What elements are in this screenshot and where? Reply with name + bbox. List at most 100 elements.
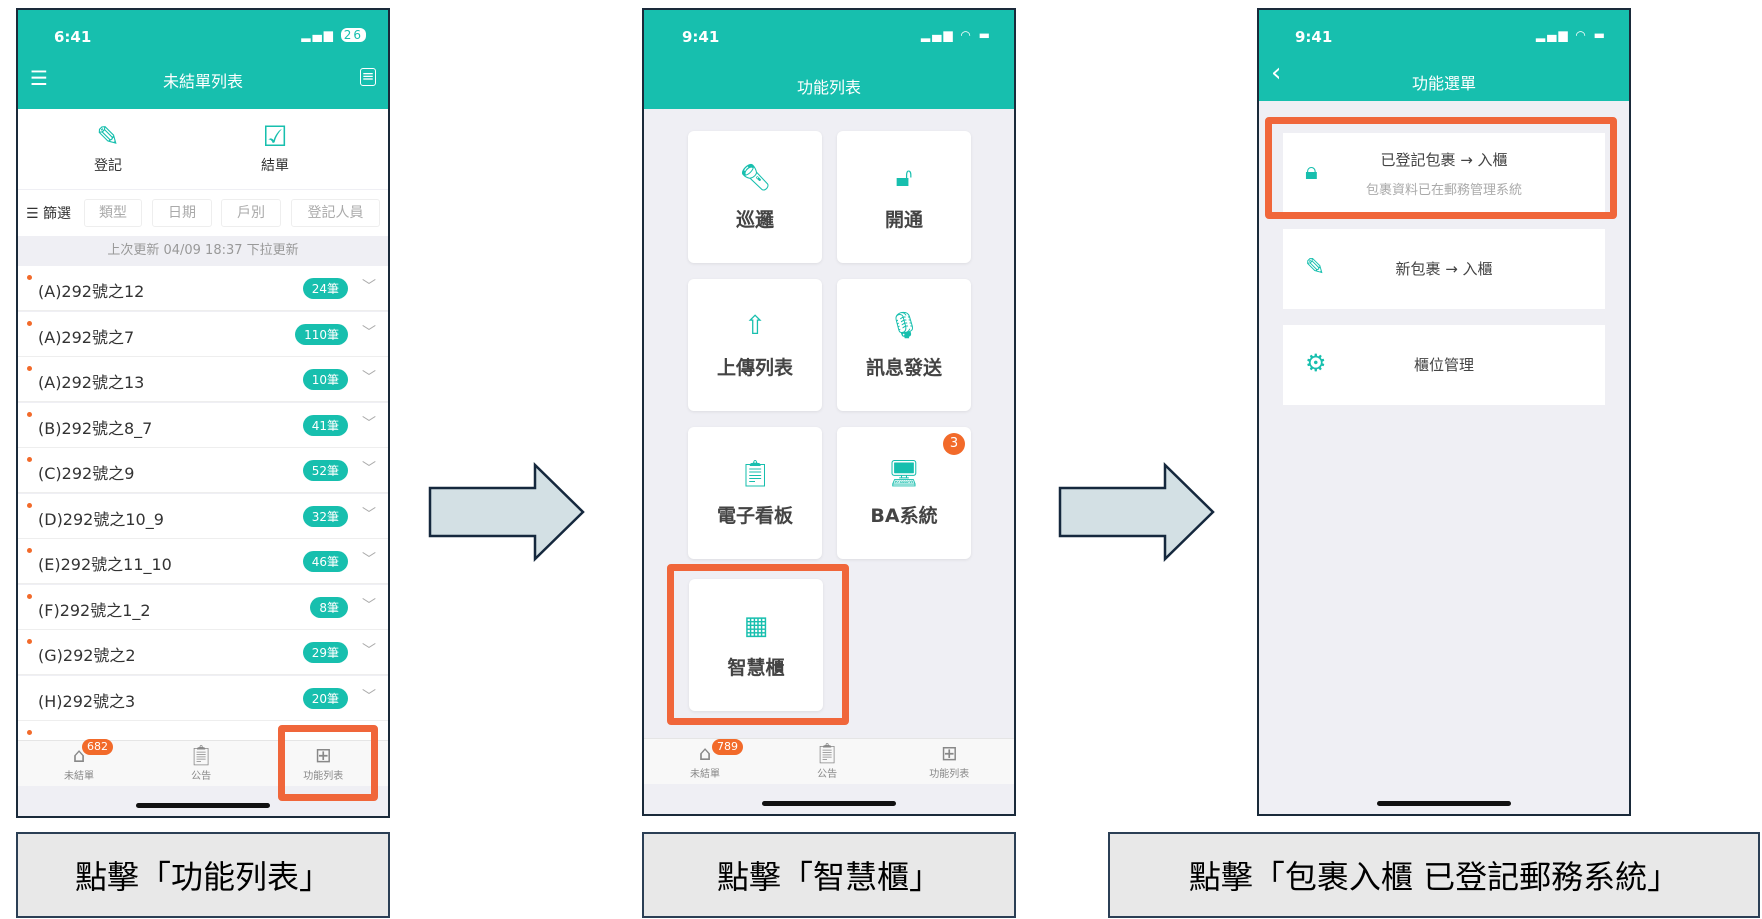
chevron-down-icon[interactable]: ﹀ (362, 324, 376, 341)
filter-household[interactable]: 戶別 (221, 199, 281, 227)
step3-caption: 點擊「包裹入櫃 已登記郵務系統」 (1108, 832, 1760, 918)
chevron-down-icon[interactable]: ﹀ (362, 552, 376, 568)
phone-screen-function-menu: 9:41 ▂▄▆ ◠ ▬ ‹ 功能選單 🔒︎ 已登記包裹 → 入櫃 包裹資料已在… (1257, 8, 1631, 816)
page-title: 功能列表 (796, 78, 861, 97)
signal-battery-icon: ▂▄▆ 26 (301, 28, 366, 42)
count-badge: 10筆 (302, 369, 348, 390)
highlight-registered-parcel (1265, 117, 1617, 219)
tab-unsettled[interactable]: ⌂未結單 (18, 743, 140, 782)
list-item[interactable]: (A)292號之7 110筆 ﹀ (18, 311, 388, 357)
signal-wifi-battery-icon: ▂▄▆ ◠ ▬ (920, 28, 992, 42)
home-indicator (136, 803, 270, 808)
unit-name: (A)292號之7 (38, 327, 135, 347)
clipboard-icon: 📋︎ (814, 741, 840, 765)
count-badge: 52筆 (302, 460, 348, 481)
unread-dot (27, 411, 32, 417)
card-e-board[interactable]: 📋︎電子看板 (688, 427, 822, 559)
tab-unsettled[interactable]: ⌂未結單 (644, 741, 766, 780)
home-icon: ⌂ (72, 743, 86, 767)
menu-item-new-parcel[interactable]: ✎ 新包裹 → 入櫃 (1283, 229, 1605, 309)
locker-lock-icon: 🔒︎ (1305, 157, 1318, 185)
card-unlock[interactable]: 🔓︎開通 (837, 131, 971, 263)
chevron-down-icon[interactable]: ﹀ (362, 370, 376, 386)
arrow-right-icon (1058, 462, 1215, 562)
register-button[interactable]: ✎ 登記 (78, 119, 138, 175)
flashlight-icon: 🔦︎ (738, 163, 772, 193)
unread-dot (27, 593, 32, 599)
list-item[interactable]: (F)292號之1_2 8筆 ﹀ (18, 584, 388, 630)
chevron-down-icon[interactable]: ﹀ (362, 643, 376, 659)
count-badge: 32筆 (302, 505, 348, 527)
unsettled-badge: 682 (82, 739, 113, 755)
tab-bar: ⌂未結單 682 📋︎公告 ⊞功能列表 (18, 739, 388, 786)
card-ba-system[interactable]: 🖥︎BA系統 3 (837, 427, 971, 559)
menu-item-locker-management[interactable]: ⚙ 櫃位管理 (1283, 325, 1605, 405)
unread-dot (27, 639, 32, 644)
locker-gear-icon: ⚙ (1305, 349, 1327, 377)
filter-bar: ☰ 篩選 類型 日期 戶別 登記人員 (18, 190, 388, 236)
filter-date[interactable]: 日期 (152, 199, 212, 227)
page-title: 未結單列表 (162, 72, 243, 91)
tab-announcement[interactable]: 📋︎公告 (140, 743, 262, 782)
list-item[interactable]: (A)292號之13 10筆 ﹀ (18, 357, 388, 402)
menu-icon[interactable]: ☰ (30, 66, 48, 90)
unread-dot (27, 366, 32, 371)
tab-function-list[interactable]: ⊞功能列表 (262, 743, 384, 782)
card-upload-list[interactable]: ⇧上傳列表 (688, 279, 822, 411)
filter-label[interactable]: ☰ 篩選 (26, 206, 72, 222)
highlight-smart-locker (667, 564, 849, 725)
status-time: 6:41 (54, 28, 92, 46)
signal-wifi-battery-icon: ▂▄▆ ◠ ▬ (1535, 28, 1607, 42)
filter-type[interactable]: 類型 (84, 199, 142, 227)
chevron-down-icon[interactable]: ﹀ (362, 688, 376, 705)
chevron-down-icon[interactable]: ﹀ (362, 506, 376, 523)
chevron-down-icon[interactable]: ﹀ (362, 415, 376, 432)
app-header: 6:41 ▂▄▆ 26 ☰ 未結單列表 ≡ (18, 10, 388, 109)
unit-name: (A)292號之13 (38, 373, 145, 392)
unread-dot (27, 275, 32, 280)
count-badge: 110筆 (295, 323, 348, 345)
unread-dot (27, 502, 32, 508)
card-message-send[interactable]: 🎙︎訊息發送 (837, 279, 971, 411)
unit-name: (F)292號之1_2 (38, 600, 151, 620)
filter-registrar[interactable]: 登記人員 (291, 199, 380, 227)
count-badge: 29筆 (302, 642, 348, 663)
list-icon[interactable]: ≡ (360, 67, 376, 86)
list-item[interactable]: (D)292號之10_9 32筆 ﹀ (18, 493, 388, 539)
unread-dot (27, 320, 32, 326)
locker-icon: ▦ (743, 611, 769, 641)
settle-button[interactable]: ☑ 結單 (245, 119, 305, 175)
chevron-down-icon[interactable]: ﹀ (362, 461, 376, 477)
home-icon: ⌂ (698, 741, 712, 765)
ba-badge: 3 (943, 433, 965, 455)
edit-icon: ✎ (1305, 253, 1326, 281)
count-badge: 8筆 (310, 596, 348, 618)
tab-function-list[interactable]: ⊞功能列表 (888, 741, 1010, 780)
card-smart-locker[interactable]: ▦智慧櫃 (689, 579, 823, 711)
app-header: 9:41 ▂▄▆ ◠ ▬ ‹ 功能選單 (1259, 10, 1629, 101)
checklist-icon: ☑ (262, 120, 288, 153)
tab-announcement[interactable]: 📋︎公告 (766, 741, 888, 780)
unit-name: (B)292號之8_7 (38, 418, 153, 438)
grid-icon: ⊞ (940, 741, 958, 765)
card-patrol[interactable]: 🔦︎巡邏 (688, 131, 822, 263)
unit-name: (D)292號之10_9 (38, 509, 164, 529)
unread-dot (27, 548, 32, 553)
back-chevron-icon[interactable]: ‹ (1271, 58, 1282, 88)
chevron-down-icon[interactable]: ﹀ (362, 597, 376, 614)
menu-item-registered-parcel[interactable]: 🔒︎ 已登記包裹 → 入櫃 包裹資料已在郵務管理系統 (1283, 133, 1605, 213)
step2-caption: 點擊「智慧櫃」 (642, 832, 1016, 918)
home-indicator (762, 801, 896, 806)
count-badge: 20筆 (302, 687, 348, 709)
microphone-message-icon: 🎙︎ (887, 311, 921, 341)
update-status: 上次更新 04/09 18:37 下拉更新 (107, 243, 299, 258)
chevron-down-icon[interactable]: ﹀ (362, 279, 376, 295)
phone-screen-function-list: 9:41 ▂▄▆ ◠ ▬ 功能列表 🔦︎巡邏 🔓︎開通 ⇧上傳列表 🎙︎訊息發送… (642, 8, 1016, 816)
status-time: 9:41 (682, 28, 720, 46)
